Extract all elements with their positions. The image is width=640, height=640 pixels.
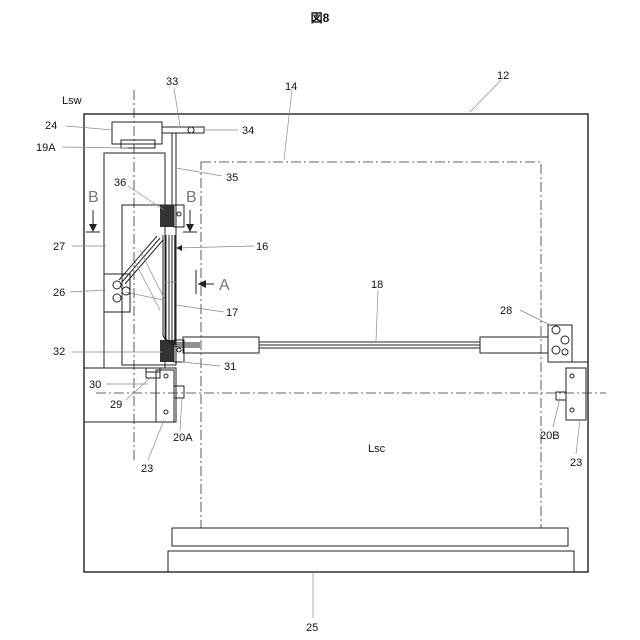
label-20b: 20B bbox=[540, 430, 560, 442]
section-a-label: A bbox=[219, 277, 230, 294]
label-17: 17 bbox=[226, 307, 238, 319]
diag-cable-a bbox=[125, 240, 163, 284]
leader-35 bbox=[176, 168, 222, 176]
label-18: 18 bbox=[371, 279, 383, 291]
label-19a: 19A bbox=[36, 142, 56, 154]
section-b-right-label: B bbox=[186, 189, 197, 206]
leader-16-arrowhead bbox=[176, 245, 182, 251]
label-12: 12 bbox=[497, 70, 509, 82]
label-20a: 20A bbox=[173, 432, 193, 444]
pulley-assembly-26 bbox=[104, 274, 130, 312]
beam-end-right bbox=[480, 337, 548, 353]
label-32: 32 bbox=[53, 346, 65, 358]
bottom-rail-25 bbox=[168, 551, 574, 572]
label-24: 24 bbox=[45, 120, 57, 132]
axis-label-lsc: Lsc bbox=[368, 443, 386, 455]
pulley-28-d bbox=[562, 349, 568, 355]
leader-28 bbox=[520, 310, 552, 326]
label-33: 33 bbox=[166, 76, 178, 88]
leader-29 bbox=[126, 378, 150, 400]
section-a-arrowhead bbox=[198, 280, 206, 288]
diag-cable-b bbox=[122, 238, 160, 282]
leader-14 bbox=[284, 90, 292, 160]
leader-36 bbox=[128, 186, 164, 210]
leader-26 bbox=[70, 290, 106, 292]
label-25: 25 bbox=[306, 622, 318, 634]
diag-cable-c bbox=[119, 236, 157, 280]
clamp-36-bolt bbox=[177, 212, 181, 216]
label-34: 34 bbox=[242, 125, 254, 137]
leader-33 bbox=[174, 88, 180, 126]
leader-16 bbox=[176, 246, 254, 248]
label-23-right: 23 bbox=[570, 457, 582, 469]
leader-24 bbox=[66, 126, 113, 130]
label-26: 26 bbox=[53, 287, 65, 299]
axis-label-lsw: Lsw bbox=[62, 95, 82, 107]
section-b-left-arrowhead bbox=[89, 224, 97, 232]
pulley-28-b bbox=[561, 336, 569, 344]
bolt-23-right-a bbox=[570, 374, 574, 378]
bolt-23-left-b bbox=[164, 410, 168, 414]
diag-guide-b bbox=[135, 262, 160, 310]
section-b-left-label: B bbox=[88, 189, 99, 206]
bracket-34 bbox=[162, 127, 204, 133]
label-27: 27 bbox=[53, 241, 65, 253]
label-16: 16 bbox=[256, 241, 268, 253]
label-14: 14 bbox=[285, 81, 297, 93]
clamp-32 bbox=[160, 340, 174, 362]
bolt-34 bbox=[188, 127, 194, 133]
leader-12 bbox=[470, 80, 501, 112]
pulley-28-a bbox=[552, 326, 560, 334]
label-31: 31 bbox=[224, 361, 236, 373]
bolt-23-right-b bbox=[570, 408, 574, 412]
leader-20a bbox=[180, 398, 182, 431]
car-base-platform bbox=[172, 528, 568, 546]
switch-23-right bbox=[566, 368, 586, 420]
pulley-28-c bbox=[552, 346, 560, 354]
clamp-36 bbox=[160, 205, 174, 227]
outer-frame-12 bbox=[84, 114, 588, 572]
diag-cable-d bbox=[125, 292, 163, 300]
leader-20b bbox=[553, 398, 560, 427]
leader-23-right bbox=[576, 420, 580, 454]
clamp-31-bolt bbox=[177, 348, 181, 352]
pulley-26-c bbox=[122, 287, 130, 295]
pulley-26-a bbox=[113, 281, 121, 289]
pulley-26-b bbox=[113, 294, 121, 302]
leader-17 bbox=[176, 305, 224, 312]
left-lower-compartment bbox=[84, 368, 176, 422]
section-b-right-arrowhead bbox=[186, 224, 194, 232]
leader-23-left bbox=[148, 420, 164, 460]
label-29: 29 bbox=[110, 399, 122, 411]
label-35: 35 bbox=[226, 172, 238, 184]
label-28: 28 bbox=[500, 305, 512, 317]
bolt-23-left-a bbox=[164, 374, 168, 378]
label-36: 36 bbox=[114, 177, 126, 189]
label-30: 30 bbox=[89, 379, 101, 391]
figure-title: 図8 bbox=[311, 11, 330, 25]
diag-guide-a bbox=[140, 250, 165, 300]
label-23-left: 23 bbox=[141, 463, 153, 475]
leader-18 bbox=[376, 290, 378, 341]
leader-19a bbox=[62, 147, 128, 148]
